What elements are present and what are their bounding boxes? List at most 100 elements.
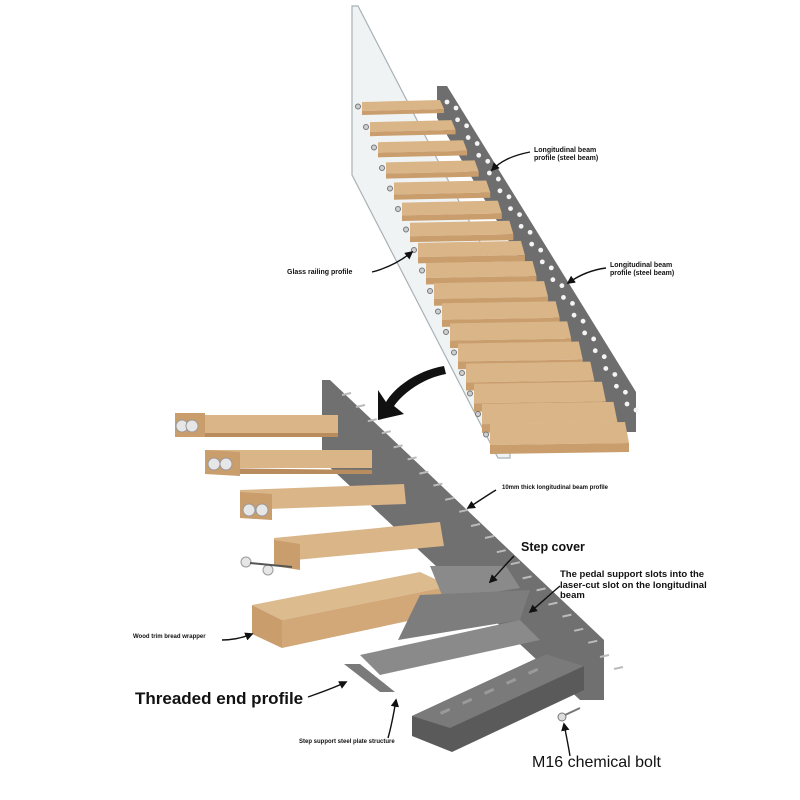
beam-bolt [536, 587, 546, 592]
beam-bolt [517, 212, 522, 217]
beam-bolt [484, 535, 495, 539]
upper-tread [418, 240, 525, 258]
wood-tread-2 [205, 450, 372, 476]
exploded-staircase [175, 380, 624, 752]
beam-bolt [612, 372, 618, 377]
glass-clamp [419, 267, 425, 274]
beam-bolt [455, 117, 460, 123]
glass-clamp [475, 411, 481, 417]
upper-tread [410, 220, 514, 237]
upper-tread-edge [370, 129, 456, 137]
upper-tread-edge [418, 255, 525, 264]
plate-slot [462, 697, 473, 705]
beam-bolt [601, 354, 607, 360]
upper-tread [466, 361, 595, 383]
assembled-staircase [351, 5, 639, 459]
upper-tread [378, 140, 468, 153]
beam-bolt [529, 241, 535, 247]
beam-bolt [464, 123, 469, 129]
beam-bolt [539, 259, 545, 265]
beam-bolt [550, 277, 556, 283]
beam-bolt [599, 654, 610, 658]
beam-bolt [444, 496, 455, 501]
upper-tread-edge [410, 234, 514, 243]
upper-tread [386, 160, 479, 174]
label-chemical-bolt: M16 chemical bolt [532, 754, 661, 771]
glass-clamp [411, 247, 417, 253]
upper-tread [426, 261, 537, 278]
upper-tread [490, 422, 629, 445]
upper-steel-beam [437, 86, 636, 432]
step-support-plate [360, 620, 540, 675]
beam-bolt [582, 330, 588, 336]
beam-bolt [355, 404, 366, 408]
label-step-cover: Step cover [521, 540, 585, 554]
glass-clamp [395, 206, 401, 212]
upper-tread [474, 381, 606, 404]
lower-beam-bolts [341, 392, 624, 670]
upper-tread-edge [402, 213, 502, 221]
beam-bolt [522, 575, 532, 580]
chemical-bolt [557, 707, 581, 722]
glass-clamp [483, 431, 489, 438]
beam-bolt [495, 176, 501, 182]
beam-bolt [562, 613, 572, 618]
beam-bolt [561, 295, 566, 300]
label-step-support: Step support steel plate structure [299, 739, 395, 745]
upper-tread [370, 120, 456, 132]
beam-bolt [476, 152, 482, 158]
plate-slot [528, 667, 539, 675]
beam-bolt [613, 666, 624, 670]
beam-bolt [592, 348, 598, 354]
beam-bolt [508, 206, 513, 211]
plate-slot [484, 687, 495, 695]
upper-tread-edge [386, 171, 479, 179]
glass-clamp [435, 308, 441, 315]
beam-bolt [453, 105, 459, 111]
upper-tread-edge [490, 443, 629, 454]
upper-tread [362, 100, 444, 111]
beam-bolt [474, 141, 480, 146]
beam-bolt [367, 418, 378, 423]
beam-bolt [633, 407, 639, 413]
upper-tread [394, 180, 491, 195]
leader-lines [221, 151, 607, 757]
glass-clamp [443, 329, 449, 335]
wood-tread-1 [175, 413, 338, 437]
label-longitudinal-beam-1: Longitudinal beam profile (steel beam) [534, 147, 599, 162]
upper-tread-edge [378, 150, 468, 158]
glass-clamp [363, 124, 369, 130]
beam-bolt [614, 383, 619, 389]
beam-bolt [548, 265, 554, 271]
beam-bolt [444, 99, 450, 105]
beam-bolt [407, 456, 417, 461]
beam-bolt [458, 508, 469, 513]
beam-bolt [465, 135, 471, 140]
label-threaded-end: Threaded end profile [135, 689, 304, 708]
glass-clamp [403, 226, 409, 233]
plate-slot [440, 707, 451, 715]
wood-tread-3 [240, 484, 406, 520]
beam-bolt [496, 549, 507, 554]
glass-clamp [459, 370, 465, 376]
glass-clamp [427, 288, 433, 294]
beam-bolt [571, 312, 577, 318]
beam-bolt [485, 158, 491, 164]
upper-treads [355, 100, 629, 454]
beam-bolt [573, 627, 584, 632]
glass-clamp [387, 185, 393, 192]
upper-beam-bolts [444, 99, 639, 413]
upper-tread [442, 301, 560, 320]
beam-bolt [591, 336, 597, 342]
beam-bolt [419, 470, 429, 475]
pedal-support-slots [398, 590, 530, 640]
glass-clamp [467, 390, 473, 397]
beam-bolt [381, 430, 392, 435]
beam-bolt [587, 639, 598, 644]
beam-bolt [624, 401, 630, 407]
upper-tread [434, 281, 549, 299]
beam-bolt [486, 170, 492, 176]
upper-tread-edge [362, 109, 444, 115]
upper-tread [402, 200, 502, 216]
upper-tread [482, 401, 618, 425]
